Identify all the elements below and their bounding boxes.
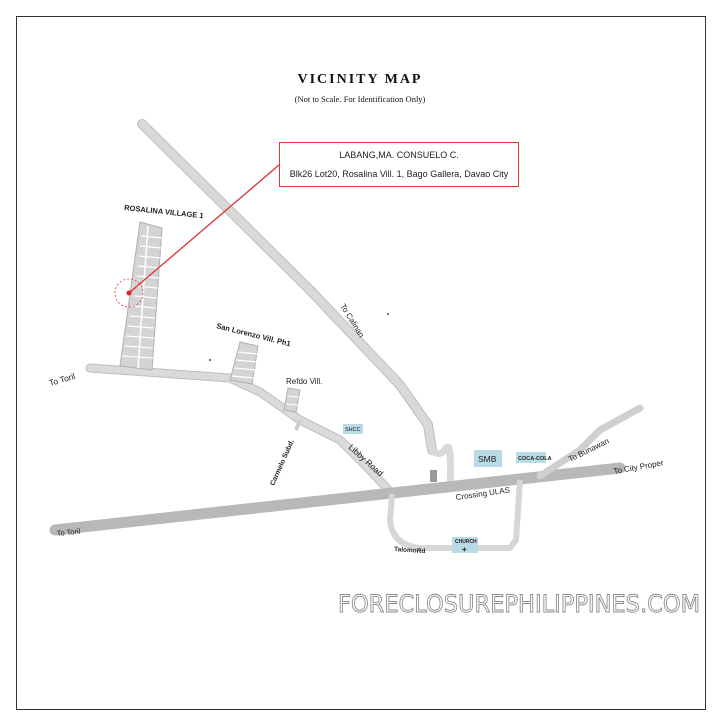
- location-radius: [114, 278, 144, 308]
- shcc-marker: [343, 424, 363, 434]
- main-highway: [49, 462, 626, 536]
- small-building: [430, 470, 437, 482]
- map-subtitle: (Not to Scale. For Identification Only): [294, 94, 426, 104]
- label-to-city-proper: To City Proper: [613, 458, 665, 476]
- label-refdo: Refdo Vill.: [286, 377, 322, 386]
- label-libby-road: Libby Road: [347, 442, 386, 478]
- callout-pointer-line: [128, 164, 280, 294]
- road-to-bunawan: [536, 404, 644, 480]
- rosalina-village-block: [119, 221, 163, 371]
- label-carmelo: Carmelo Subd.: [269, 439, 296, 487]
- church-marker: [452, 537, 478, 553]
- road-junction: [429, 443, 454, 491]
- callout-owner-name: LABANG,MA. CONSUELO C.: [339, 150, 459, 160]
- callout-address: Blk26 Lot20, Rosalina Vill. 1, Bago Gall…: [289, 169, 509, 179]
- smb-marker: [474, 450, 502, 467]
- san-lorenzo-block: [229, 341, 259, 385]
- map-dot: [209, 359, 211, 361]
- owner-callout-box: LABANG,MA. CONSUELO C. Blk26 Lot20, Rosa…: [279, 142, 519, 187]
- talomo-road-loop: [387, 479, 523, 551]
- map-title: VICINITY MAP: [297, 72, 423, 87]
- label-rosalina: ROSALINA VILLAGE 1: [124, 203, 204, 220]
- watermark-text: FORECLOSUREPHILIPPINES.COM: [338, 590, 700, 618]
- label-to-toril-bottom: To Toril: [56, 527, 81, 538]
- label-church: CHURCH: [455, 539, 477, 545]
- map-dot: [387, 313, 389, 315]
- location-pin-icon: [126, 290, 132, 296]
- label-talomo: TalomoRd: [394, 546, 426, 555]
- label-to-toril-top: To Toril: [48, 371, 77, 388]
- road-to-calinan: [138, 120, 436, 454]
- label-smb: SMB: [478, 454, 497, 464]
- label-shcc: SHCC: [345, 427, 361, 433]
- map-frame: [16, 16, 706, 710]
- coca-cola-marker: [516, 452, 546, 463]
- label-san-lorenzo: San Lorenzo Vill. Ph1: [216, 321, 292, 348]
- church-cross-icon: +: [462, 545, 467, 554]
- refdo-block: [283, 387, 301, 413]
- label-coca-cola: COCA-COLA: [518, 456, 552, 462]
- carmelo-road: [294, 419, 302, 431]
